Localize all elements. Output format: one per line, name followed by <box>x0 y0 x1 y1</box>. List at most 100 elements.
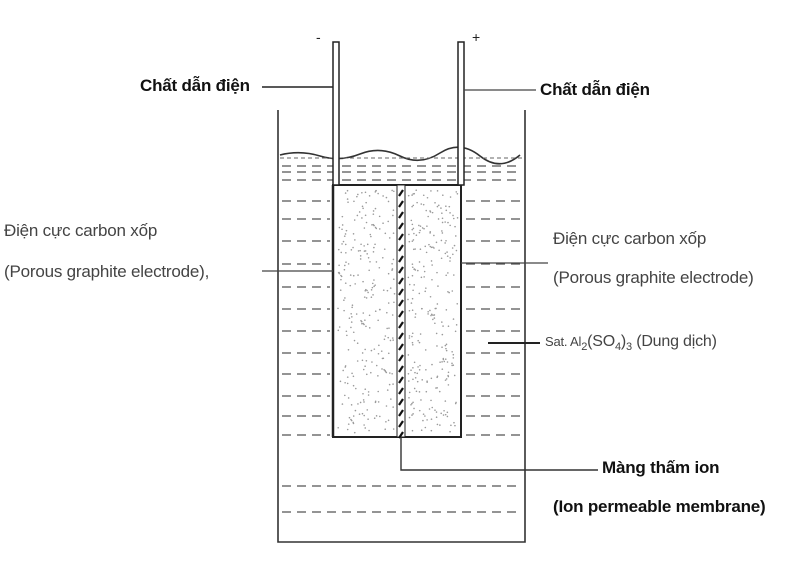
membrane-hatch-dash <box>398 354 404 362</box>
speckle-dot <box>419 364 421 367</box>
speckle-dot <box>362 322 365 325</box>
speckle-dot <box>411 341 414 344</box>
speckle-dot <box>348 317 351 320</box>
speckle-dot <box>378 266 381 269</box>
speckle-dot <box>374 401 377 404</box>
speckle-dot <box>385 420 387 423</box>
speckle-dot <box>428 243 430 246</box>
speckle-dot <box>434 201 436 204</box>
speckle-dot <box>439 361 441 363</box>
speckle-dot <box>387 352 390 355</box>
speckle-dot <box>448 205 451 208</box>
speckle-dot <box>429 210 431 212</box>
speckle-dot <box>455 324 458 326</box>
speckle-dot <box>358 413 361 415</box>
speckle-dot <box>353 219 356 221</box>
speckle-dot <box>456 302 459 305</box>
speckle-dot <box>375 189 377 192</box>
speckle-dot <box>339 380 342 383</box>
speckle-dot <box>444 400 447 402</box>
speckle-dot <box>352 375 355 378</box>
electrolyte-suffix: (Dung dịch) <box>631 333 717 350</box>
speckle-dot <box>347 348 350 351</box>
speckle-dot <box>368 195 371 197</box>
speckle-dot <box>383 368 385 371</box>
speckle-dot <box>410 403 412 406</box>
speckle-dot <box>357 250 360 252</box>
speckle-dot <box>425 287 427 289</box>
speckle-dot <box>374 207 377 210</box>
speckle-dot <box>367 394 370 396</box>
electrolyte-sub-1: 2 <box>581 341 588 354</box>
speckle-dot <box>382 222 384 225</box>
speckle-dot <box>384 232 387 235</box>
speckle-dot <box>392 232 395 234</box>
speckle-dot <box>346 428 349 431</box>
speckle-dot <box>420 399 422 401</box>
speckle-dot <box>442 357 445 360</box>
speckle-dot <box>360 243 362 246</box>
speckle-dot <box>374 226 377 229</box>
leader-membrane <box>400 437 598 471</box>
speckle-dot <box>347 423 350 425</box>
label-electrolyte: Sat. Al2(SO4)3 (Dung dịch) <box>545 333 717 353</box>
speckle-dot <box>413 268 416 270</box>
speckle-dot <box>419 229 421 232</box>
speckle-dot <box>453 421 455 424</box>
speckle-dot <box>410 369 412 371</box>
speckle-dot <box>358 211 361 213</box>
speckle-dot <box>427 215 429 218</box>
speckle-dot <box>370 371 372 374</box>
speckle-dot <box>350 312 352 315</box>
electrolyte-liquid-lines <box>282 165 522 513</box>
speckle-dot <box>420 276 423 279</box>
speckle-dot <box>447 221 449 224</box>
speckle-dot <box>378 215 381 218</box>
speckle-dot <box>412 204 415 207</box>
speckle-dot <box>430 399 432 402</box>
speckle-dot <box>408 380 410 382</box>
speckle-dot <box>424 415 426 417</box>
speckle-dot <box>442 194 444 196</box>
speckle-dot <box>425 369 427 371</box>
speckle-dot <box>425 390 428 393</box>
speckle-dot <box>380 350 383 352</box>
speckle-dot <box>419 248 422 251</box>
speckle-dot <box>385 196 388 199</box>
speckle-dot <box>363 250 366 252</box>
speckle-dot <box>429 245 432 248</box>
speckle-dot <box>418 369 421 371</box>
speckle-dot <box>423 276 425 278</box>
speckle-dot <box>422 265 425 268</box>
label-conductor-right: Chất dẫn điện <box>540 80 650 99</box>
speckle-dot <box>338 326 341 328</box>
speckle-dot <box>378 228 381 230</box>
speckle-dot <box>387 336 390 339</box>
speckle-dot <box>436 190 439 192</box>
speckle-dot <box>362 392 364 395</box>
speckle-dot <box>426 196 429 199</box>
speckle-dot <box>389 339 392 342</box>
speckle-dot <box>366 289 368 292</box>
speckle-dot <box>386 289 389 292</box>
speckle-dot <box>427 313 429 315</box>
speckle-dot <box>372 210 375 212</box>
speckle-dot <box>444 252 447 255</box>
speckle-dot <box>370 349 373 352</box>
speckle-dot <box>450 424 452 427</box>
speckle-dot <box>386 389 389 391</box>
speckle-dot <box>440 239 443 242</box>
speckle-dot <box>447 384 450 386</box>
speckle-dot <box>452 214 454 217</box>
speckle-dot <box>426 380 428 382</box>
speckle-dot <box>346 376 349 378</box>
speckle-dot <box>418 292 421 295</box>
speckle-dot <box>418 409 421 412</box>
speckle-dot <box>422 194 425 197</box>
speckle-dot <box>373 279 375 281</box>
speckle-dot <box>342 369 344 372</box>
speckle-dot <box>411 297 414 300</box>
speckle-dot <box>435 241 438 244</box>
speckle-dot <box>345 261 347 263</box>
speckle-dot <box>337 329 340 332</box>
